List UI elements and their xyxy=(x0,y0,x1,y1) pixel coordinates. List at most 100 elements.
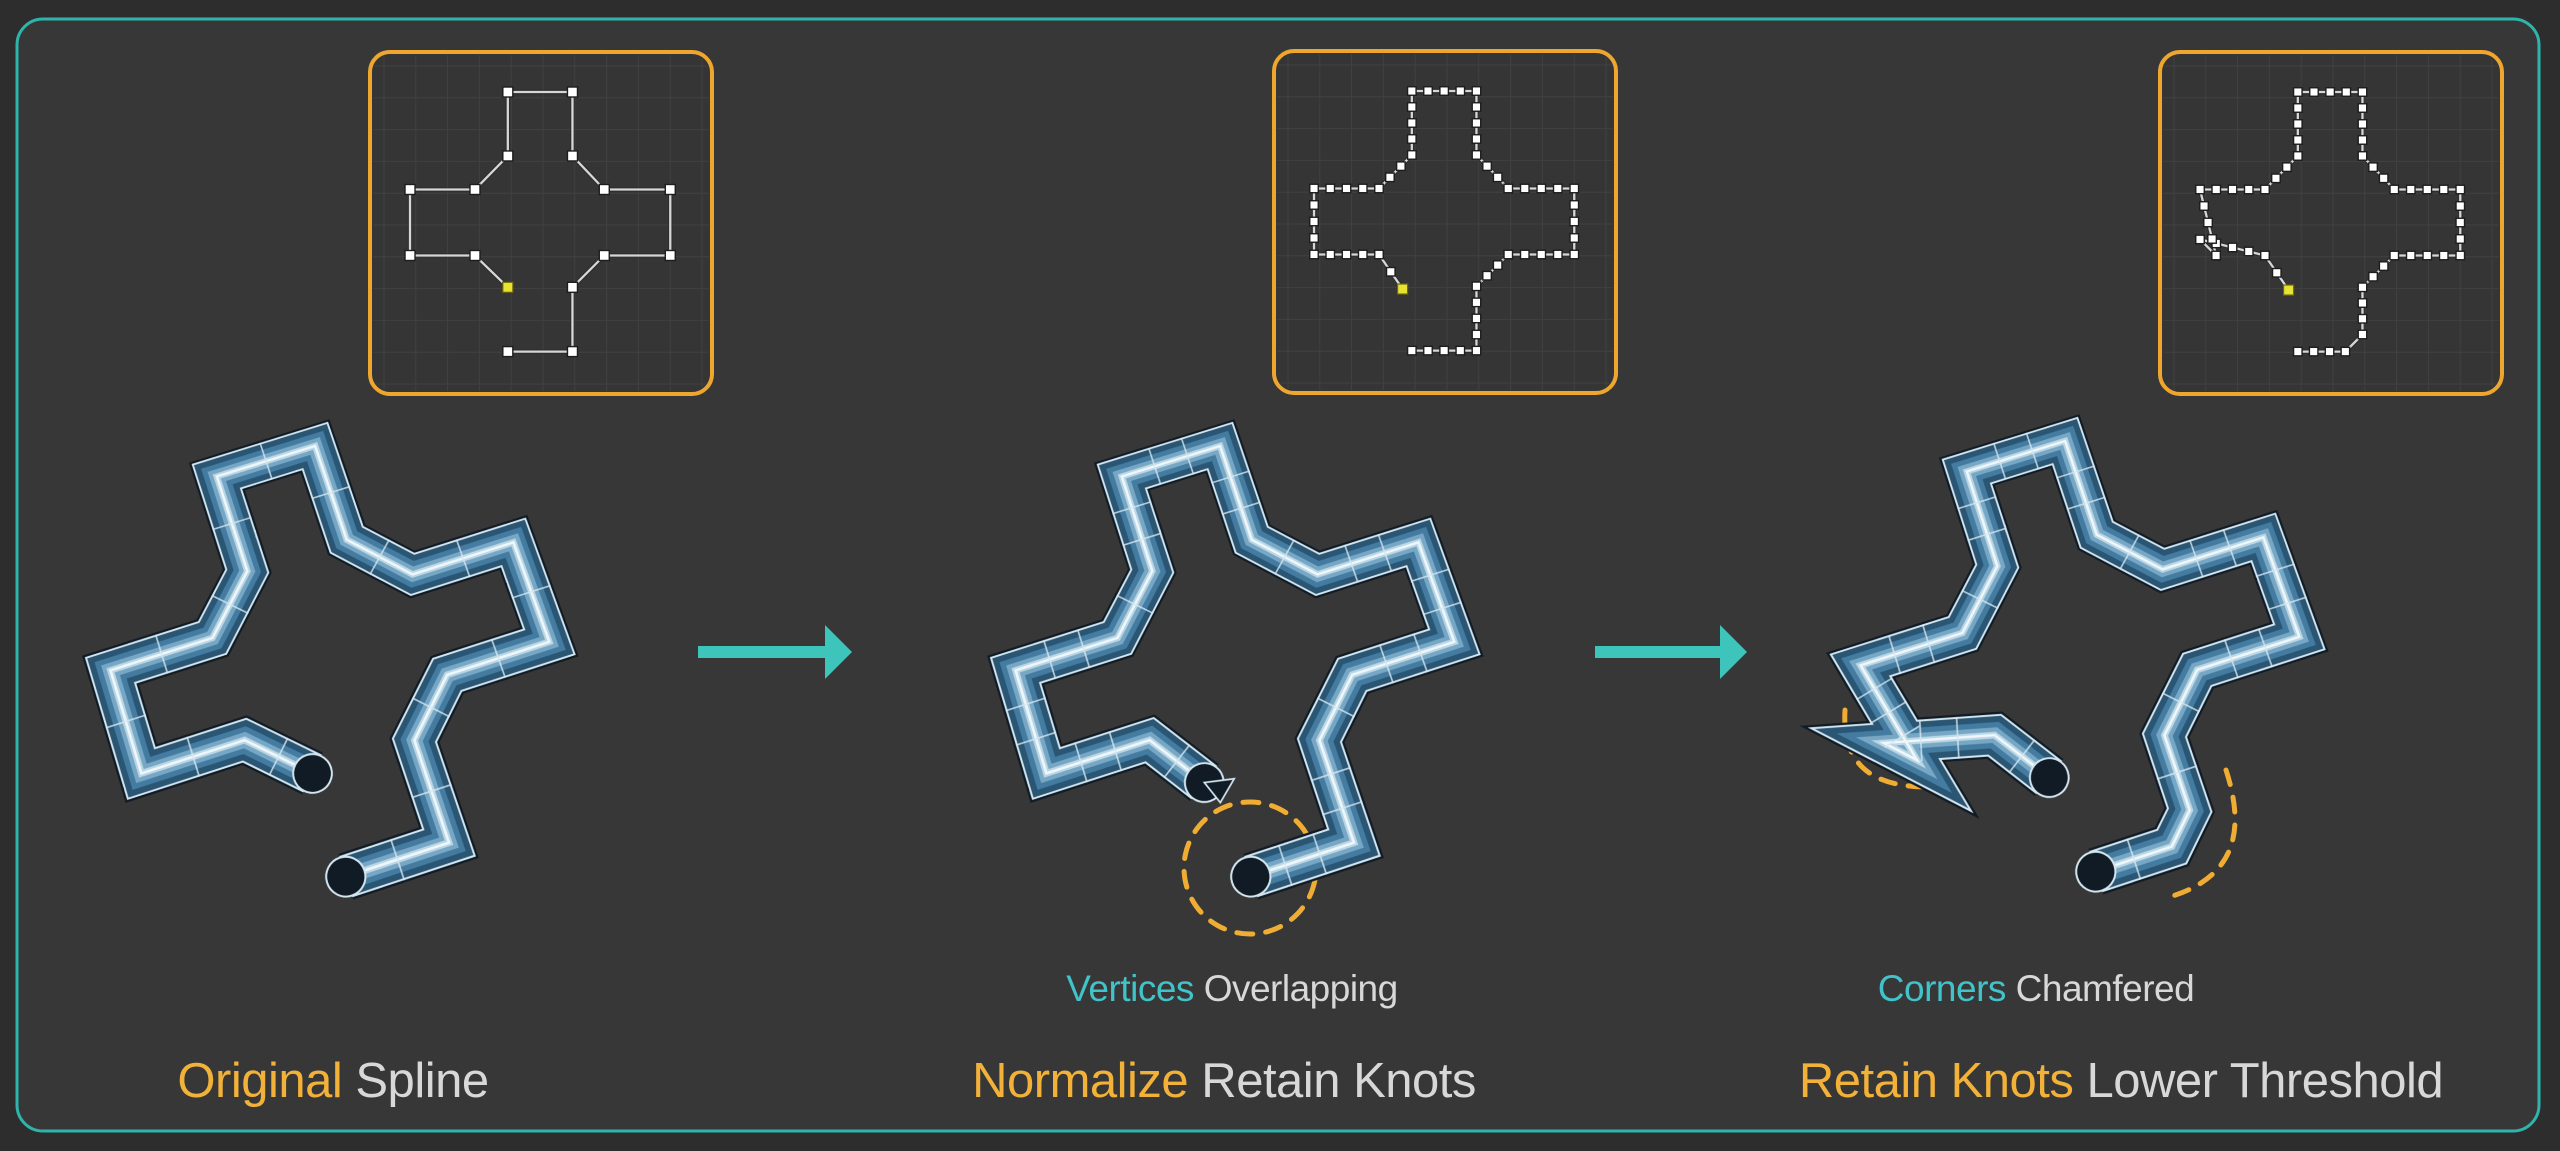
spline-vertex xyxy=(2407,185,2416,194)
caption-highlight: Normalize xyxy=(972,1054,1188,1108)
spline-vertex xyxy=(2379,262,2388,271)
spline-vertex xyxy=(1483,162,1492,171)
spline-vertex xyxy=(1554,184,1563,193)
tube-shape-normalize xyxy=(890,353,1579,984)
spline-vertex xyxy=(2390,251,2399,259)
spline-start-vertex xyxy=(2284,285,2294,295)
spline-vertex xyxy=(2358,104,2367,113)
spline-vertex xyxy=(2456,251,2465,259)
spline-vertex xyxy=(2294,136,2303,145)
spline-vertex xyxy=(2261,185,2270,194)
caption-highlight: Original xyxy=(177,1054,342,1108)
spline-vertex xyxy=(1472,298,1481,307)
spline-vertex xyxy=(2358,330,2367,339)
inset-panel-normalize-retain-knots xyxy=(1274,51,1616,393)
spline-vertex xyxy=(1326,184,1335,193)
spline-vertex xyxy=(2294,88,2303,97)
spline-vertex xyxy=(1493,261,1502,270)
spline-vertex xyxy=(1521,184,1530,193)
spline-vertex xyxy=(1537,184,1546,193)
spline-vertex xyxy=(1440,87,1449,96)
spline-vertex xyxy=(2456,185,2465,194)
annotation-vertices-overlapping: Vertices Overlapping xyxy=(1066,968,1397,1010)
spline-vertex xyxy=(1570,184,1579,193)
spline-vertex xyxy=(2390,185,2399,194)
inset-panel-retain-knots-lower-threshold xyxy=(2160,52,2502,394)
spline-vertex xyxy=(2244,185,2253,194)
spline-vertex xyxy=(567,151,577,161)
spline-vertex xyxy=(567,282,577,292)
spline-vertex xyxy=(1472,119,1481,128)
spline-vertex xyxy=(1375,250,1384,258)
spline-vertex xyxy=(2273,269,2282,278)
tube-group xyxy=(41,376,630,956)
spline-vertex xyxy=(2283,163,2292,172)
spline-vertex xyxy=(1504,184,1513,193)
spline-vertex xyxy=(2358,315,2367,324)
spline-vertex xyxy=(2407,251,2416,259)
spline-vertex xyxy=(2228,243,2237,252)
annotation-rest: Chamfered xyxy=(2006,968,2194,1009)
spline-vertex xyxy=(1483,271,1492,280)
tube-shape-svg xyxy=(890,353,1579,984)
spline-vertex xyxy=(1358,184,1367,193)
spline-vertex xyxy=(1472,87,1481,96)
spline-vertex xyxy=(1375,184,1384,193)
spline-vertex xyxy=(2200,202,2209,211)
caption-rest: Spline xyxy=(342,1054,488,1108)
spline-vertex xyxy=(1521,250,1530,258)
spline-vertex xyxy=(2294,104,2303,113)
spline-vertex xyxy=(665,250,675,260)
spline-vertex xyxy=(1408,103,1417,112)
spline-vertex xyxy=(2358,152,2367,161)
spline-vertex xyxy=(1310,250,1319,258)
spline-vertex xyxy=(2272,174,2281,183)
caption-normalize-retain-knots: Normalize Retain Knots xyxy=(972,1053,1476,1109)
annotation-corners-chamfered: Corners Chamfered xyxy=(1878,968,2194,1010)
spline-vertex xyxy=(2358,299,2367,308)
caption-rest: Retain Knots xyxy=(1188,1054,1476,1108)
spline-vertex xyxy=(1342,250,1351,258)
spline-vertex xyxy=(1570,217,1579,226)
spline-vertex xyxy=(1397,162,1406,171)
spline-vertex xyxy=(2358,283,2367,292)
spline-vertex xyxy=(2358,88,2367,97)
spline-vertex xyxy=(1456,87,1465,96)
spline-vertex xyxy=(2261,251,2270,259)
spline-vertex xyxy=(2369,272,2378,281)
spline-vertex xyxy=(1358,250,1367,258)
spline-vertex xyxy=(2212,251,2221,259)
spline-vertex xyxy=(2310,88,2319,97)
spline-start-vertex xyxy=(1398,284,1408,294)
spline-vertex xyxy=(1554,250,1563,258)
tube-group xyxy=(1798,371,2380,949)
spline-vertex xyxy=(2294,120,2303,129)
spline-vertex xyxy=(2294,152,2303,161)
spline-vertex xyxy=(599,184,609,194)
tube-shape-retain-knots xyxy=(1735,348,2424,979)
spline-vertex xyxy=(503,151,513,161)
inset-background xyxy=(1274,51,1616,393)
tube-shape-svg xyxy=(1735,348,2424,979)
spline-vertex xyxy=(2358,120,2367,129)
spline-vertex xyxy=(2456,202,2465,211)
spline-vertex xyxy=(1537,250,1546,258)
caption-original-spline: Original Spline xyxy=(177,1053,488,1109)
spline-vertex xyxy=(2342,88,2351,97)
spline-vertex xyxy=(1570,201,1579,210)
spline-vertex xyxy=(2456,235,2465,244)
spline-vertex xyxy=(1472,103,1481,112)
spline-vertex xyxy=(665,184,675,194)
caption-retain-knots-lower-threshold: Retain Knots Lower Threshold xyxy=(1799,1053,2443,1109)
spline-start-vertex xyxy=(503,282,513,292)
spline-vertex xyxy=(1570,250,1579,258)
spline-vertex xyxy=(1387,268,1396,277)
spline-vertex xyxy=(1472,282,1481,291)
spline-vertex xyxy=(1472,151,1481,160)
spline-vertex xyxy=(2204,218,2213,227)
spline-vertex xyxy=(1472,314,1481,323)
spline-vertex xyxy=(470,184,480,194)
tube-group xyxy=(946,376,1535,956)
spline-vertex xyxy=(1386,173,1395,182)
